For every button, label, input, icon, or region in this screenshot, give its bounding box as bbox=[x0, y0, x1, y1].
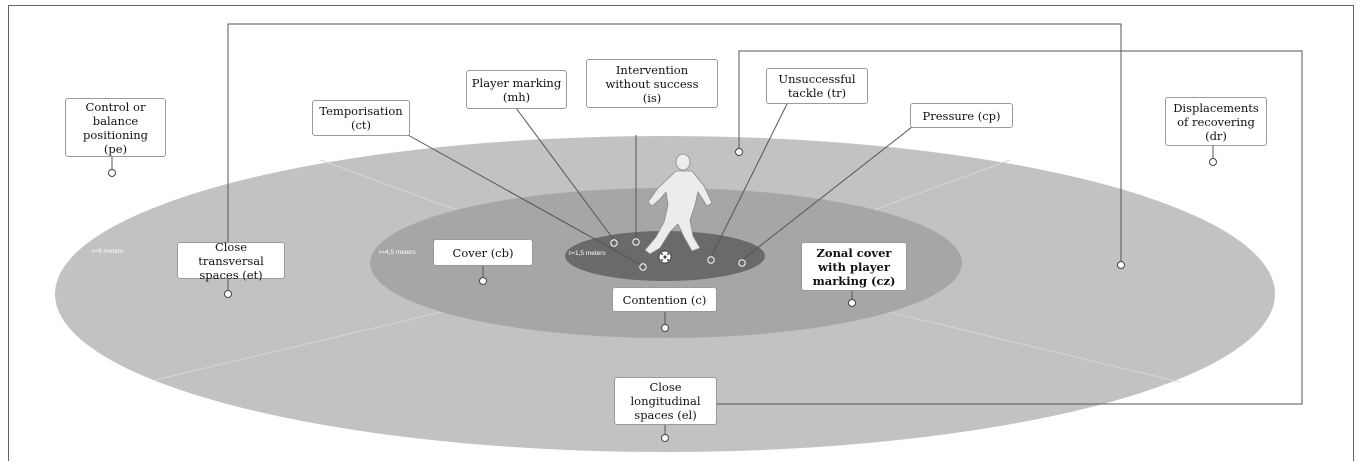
inner-endpoint-markers bbox=[610, 238, 746, 271]
figure-frame bbox=[8, 5, 1354, 461]
label-cover: Cover (cb) bbox=[433, 239, 533, 266]
endpoint-markers bbox=[108, 148, 1217, 442]
soccer-ball-icon bbox=[658, 250, 672, 264]
label-zonal-cover-with-player-marking: Zonal cover with player marking (cz) bbox=[801, 242, 907, 291]
label-unsuccessful-tackle: Unsuccessful tackle (tr) bbox=[766, 68, 868, 104]
label-temporisation: Temporisation (ct) bbox=[312, 100, 410, 136]
label-pressure: Pressure (cp) bbox=[910, 103, 1013, 128]
inner-radius-label: r=1,5 meters bbox=[569, 250, 606, 257]
outer-radius-label: r=9 meters bbox=[92, 248, 124, 255]
sector-dividers bbox=[154, 159, 1181, 383]
defender-silhouette-icon bbox=[644, 153, 713, 255]
connector-lines bbox=[111, 23, 1303, 434]
label-close-transversal-spaces: Close transversal spaces (et) bbox=[177, 240, 285, 282]
label-contention: Contention (c) bbox=[612, 287, 717, 312]
label-intervention-without-success: Intervention without success (is) bbox=[586, 59, 718, 108]
label-player-marking: Player marking (mh) bbox=[466, 70, 567, 109]
middle-radius-label: r=4,5 meters bbox=[379, 249, 416, 256]
label-control-balance-positioning: Control or balance positioning (pe) bbox=[65, 98, 166, 157]
label-close-longitudinal-spaces: Close longitudinal spaces (el) bbox=[614, 377, 717, 425]
label-displacements-of-recovering: Displacements of recovering (dr) bbox=[1165, 97, 1267, 146]
